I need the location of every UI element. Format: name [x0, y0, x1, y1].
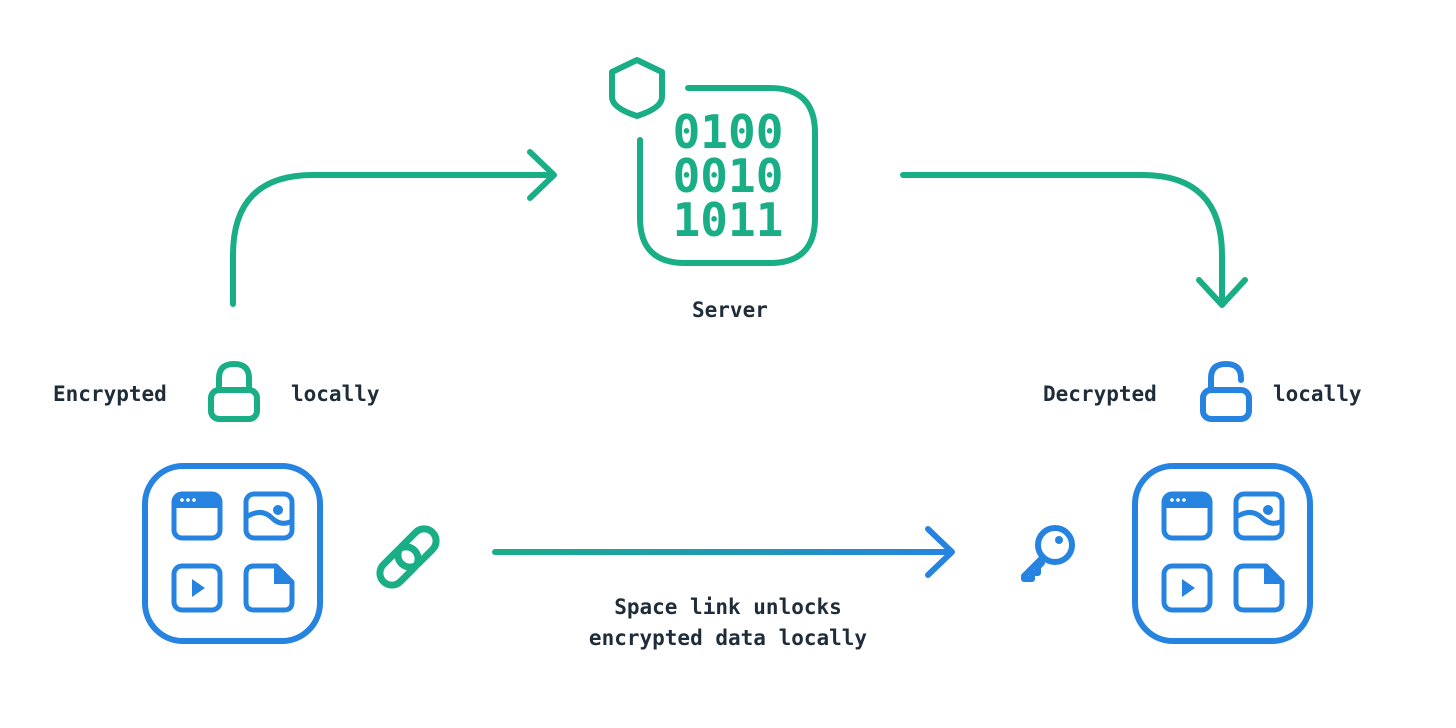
download-arrow [900, 172, 1248, 308]
video-icon [1161, 563, 1213, 613]
window-icon [1161, 491, 1213, 541]
key-hole [1055, 536, 1063, 544]
server-icon: 0100 0010 1011 [637, 85, 818, 266]
key-icon [1021, 525, 1075, 582]
decrypted-locally-label: locally [1273, 382, 1362, 406]
upload-arrow [230, 149, 557, 307]
server-label: Server [692, 298, 768, 322]
link-caption-line-1: Space link unlocks [614, 595, 842, 619]
image-icon [243, 491, 295, 541]
link-caption-line-2: encrypted data locally [588, 626, 868, 650]
window-icon [171, 491, 223, 541]
shield-icon [609, 57, 665, 119]
document-icon [1233, 563, 1285, 613]
link-caption: Space link unlocks encrypted data locall… [478, 592, 978, 654]
image-icon [1233, 491, 1285, 541]
server-binary-line-2: 0010 [673, 149, 784, 203]
sender-app-box [142, 463, 323, 644]
link-icon [376, 525, 440, 589]
lock-open-icon [1200, 361, 1252, 422]
video-icon [171, 563, 223, 613]
lock-closed-icon [208, 361, 260, 422]
receiver-app-box [1132, 463, 1313, 644]
server-binary-line-1: 0100 [673, 105, 784, 159]
link-arrow [492, 526, 955, 578]
encrypted-label: Encrypted [53, 382, 167, 406]
encrypted-locally-label: locally [291, 382, 380, 406]
document-icon [243, 563, 295, 613]
server-binary-line-3: 1011 [673, 193, 784, 247]
decrypted-label: Decrypted [1043, 382, 1157, 406]
